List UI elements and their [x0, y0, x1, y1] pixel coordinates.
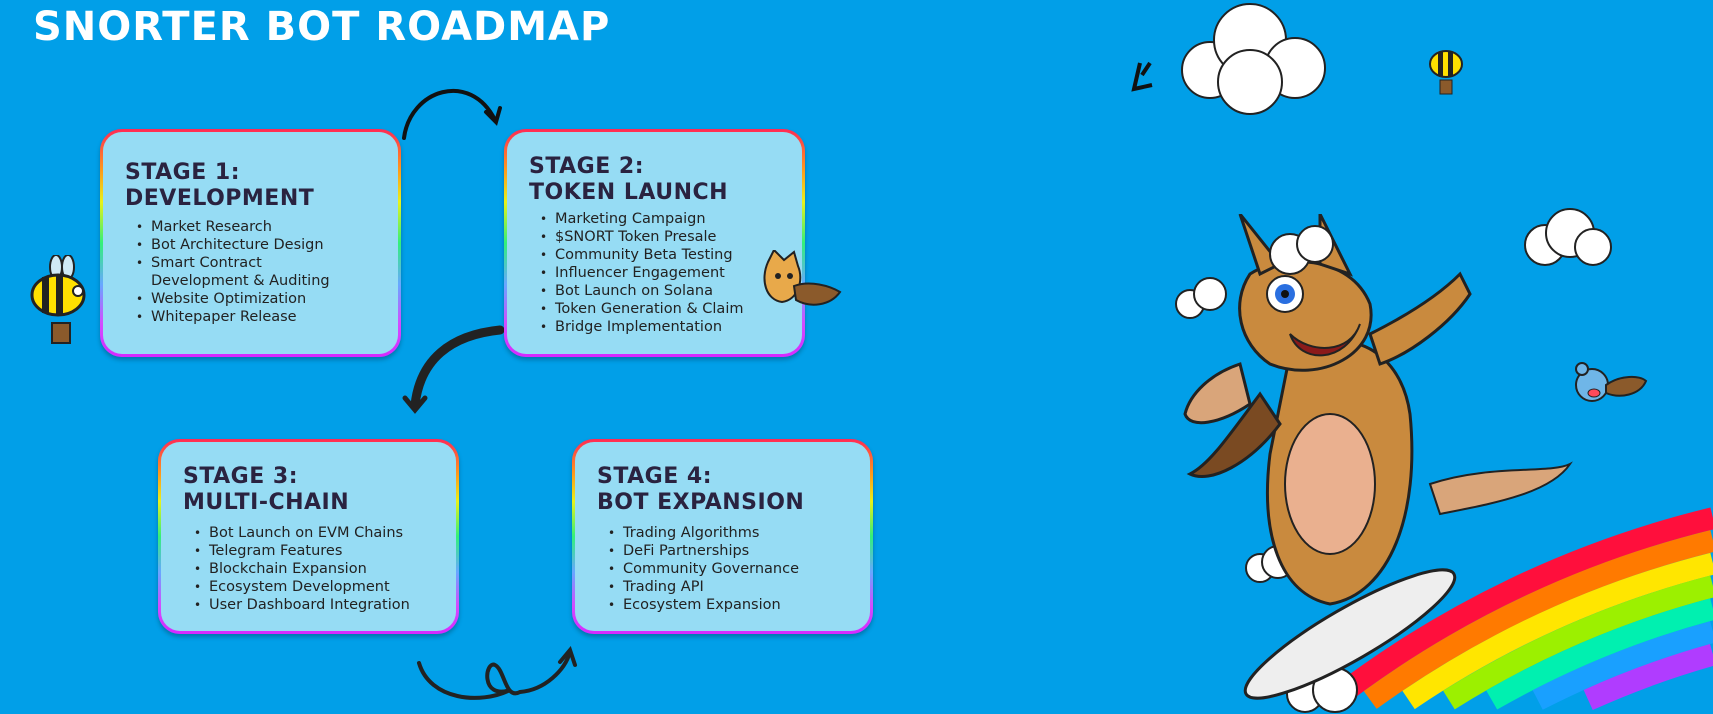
stage-4-name: Bot Expansion	[597, 490, 805, 515]
list-item: Whitepaper Release	[136, 308, 378, 326]
stage-1-name: Development	[125, 186, 315, 211]
rainbow-band-5	[1486, 598, 1713, 710]
list-item: Website Optimization	[136, 290, 378, 308]
stage-4-card: Stage 4: Bot Expansion Trading Algorithm…	[572, 439, 873, 634]
list-item: Blockchain Expansion	[194, 560, 436, 578]
list-item: DeFi Partnerships	[608, 542, 850, 560]
stage-2-items: Marketing Campaign $SNORT Token Presale …	[529, 210, 782, 336]
cloud-icon	[1181, 3, 1326, 115]
list-item: Influencer Engagement	[540, 264, 782, 282]
stage-1-items: Market Research Bot Architecture Design …	[125, 218, 378, 326]
list-item: Telegram Features	[194, 542, 436, 560]
doge-character-icon	[763, 250, 842, 306]
stage-1-card: Stage 1: Development Market Research Bot…	[100, 129, 401, 357]
list-item: Community Governance	[608, 560, 850, 578]
armadillo-mascot-illustration	[1175, 214, 1573, 700]
list-item: $SNORT Token Presale	[540, 228, 782, 246]
rainbow-band-2	[1363, 530, 1713, 709]
stage-3-card: Stage 3: Multi-Chain Bot Launch on EVM C…	[158, 439, 459, 634]
stage-2-name: Token Launch	[529, 180, 729, 205]
list-item: Bot Launch on EVM Chains	[194, 524, 436, 542]
cloud-icon	[1524, 208, 1612, 266]
page-title: Snorter Bot Roadmap	[33, 4, 611, 50]
rainbow-band-6	[1532, 621, 1713, 710]
stage-3-items: Bot Launch on EVM Chains Telegram Featur…	[183, 524, 436, 614]
stage-4-label: Stage 4:	[597, 464, 713, 489]
bird-icon	[1131, 61, 1153, 92]
list-item: Trading API	[608, 578, 850, 596]
bee-icon	[1429, 50, 1463, 95]
list-item: Bridge Implementation	[540, 318, 782, 336]
stage-4-items: Trading Algorithms DeFi Partnerships Com…	[597, 524, 850, 614]
stage-2-label: Stage 2:	[529, 154, 645, 179]
rainbow-band-3	[1402, 552, 1713, 710]
list-item: Token Generation & Claim	[540, 300, 782, 318]
list-item: Trading Algorithms	[608, 524, 850, 542]
mouse-character-icon	[1575, 362, 1648, 402]
rainbow-band-1	[1326, 507, 1713, 709]
list-item: Bot Architecture Design	[136, 236, 378, 254]
rainbow-band-7	[1583, 644, 1713, 711]
stage-2-card: Stage 2: Token Launch Marketing Campaign…	[504, 129, 805, 357]
bee-icon	[30, 255, 86, 344]
stage-1-label: Stage 1:	[125, 160, 241, 185]
stage-3-label: Stage 3:	[183, 464, 299, 489]
list-item: Smart Contract Development & Auditing	[136, 254, 341, 290]
list-item: Community Beta Testing	[540, 246, 782, 264]
stage-3-name: Multi-Chain	[183, 490, 350, 515]
list-item: Ecosystem Development	[194, 578, 436, 596]
rainbow-band-4	[1443, 575, 1713, 710]
list-item: Bot Launch on Solana	[540, 282, 782, 300]
list-item: Marketing Campaign	[540, 210, 782, 228]
list-item: Market Research	[136, 218, 378, 236]
list-item: Ecosystem Expansion	[608, 596, 850, 614]
list-item: User Dashboard Integration	[194, 596, 436, 614]
